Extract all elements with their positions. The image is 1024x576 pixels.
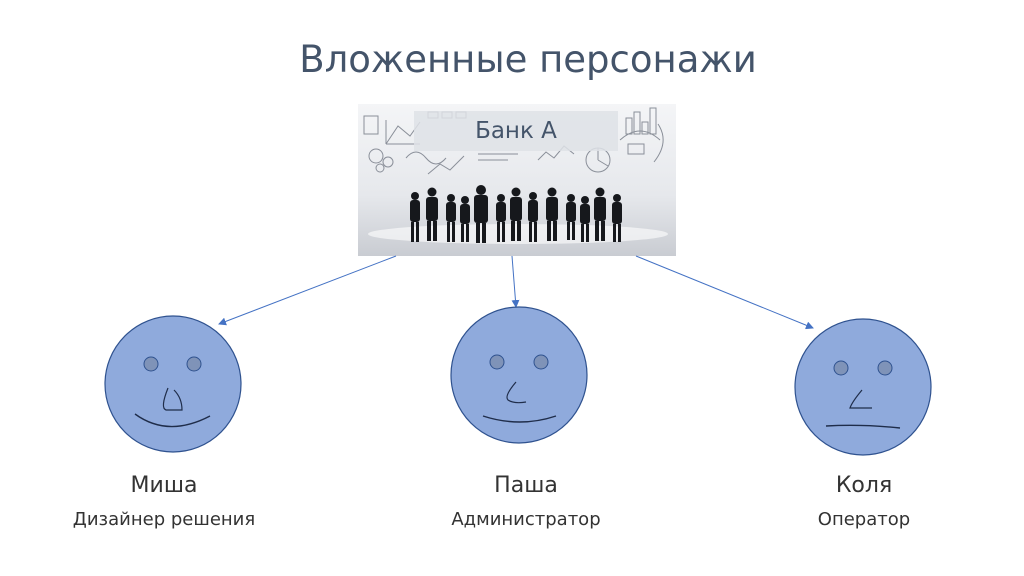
persona-role-misha: Дизайнер решения bbox=[72, 509, 256, 530]
persona-name-kolya: Коля bbox=[835, 473, 893, 498]
eye-right bbox=[877, 360, 893, 376]
nose bbox=[849, 389, 872, 409]
eye-left bbox=[489, 354, 505, 370]
eye-left bbox=[833, 360, 849, 376]
nose bbox=[162, 387, 183, 411]
mouth bbox=[134, 413, 211, 428]
arrow-to-kolya bbox=[635, 255, 814, 330]
persona-role-kolya: Оператор bbox=[817, 509, 911, 530]
eye-right bbox=[186, 356, 202, 372]
persona-name-misha: Миша bbox=[130, 473, 198, 498]
eye-left bbox=[143, 356, 159, 372]
organization-label: Банк А bbox=[414, 111, 618, 151]
face-circle bbox=[104, 315, 242, 453]
arrow-to-pasha bbox=[511, 255, 520, 308]
eye-right bbox=[533, 354, 549, 370]
mouth bbox=[482, 415, 557, 423]
nose bbox=[506, 381, 527, 404]
face-kolya bbox=[794, 318, 932, 456]
face-circle bbox=[794, 318, 932, 456]
slide-title: Вложенные персонажи bbox=[299, 38, 757, 81]
persona-name-pasha: Паша bbox=[494, 473, 558, 498]
persona-role-pasha: Администратор bbox=[451, 509, 601, 530]
face-misha bbox=[104, 315, 242, 453]
arrow-to-misha bbox=[218, 255, 397, 326]
face-pasha bbox=[450, 306, 588, 444]
face-circle bbox=[450, 306, 588, 444]
mouth bbox=[825, 424, 901, 429]
